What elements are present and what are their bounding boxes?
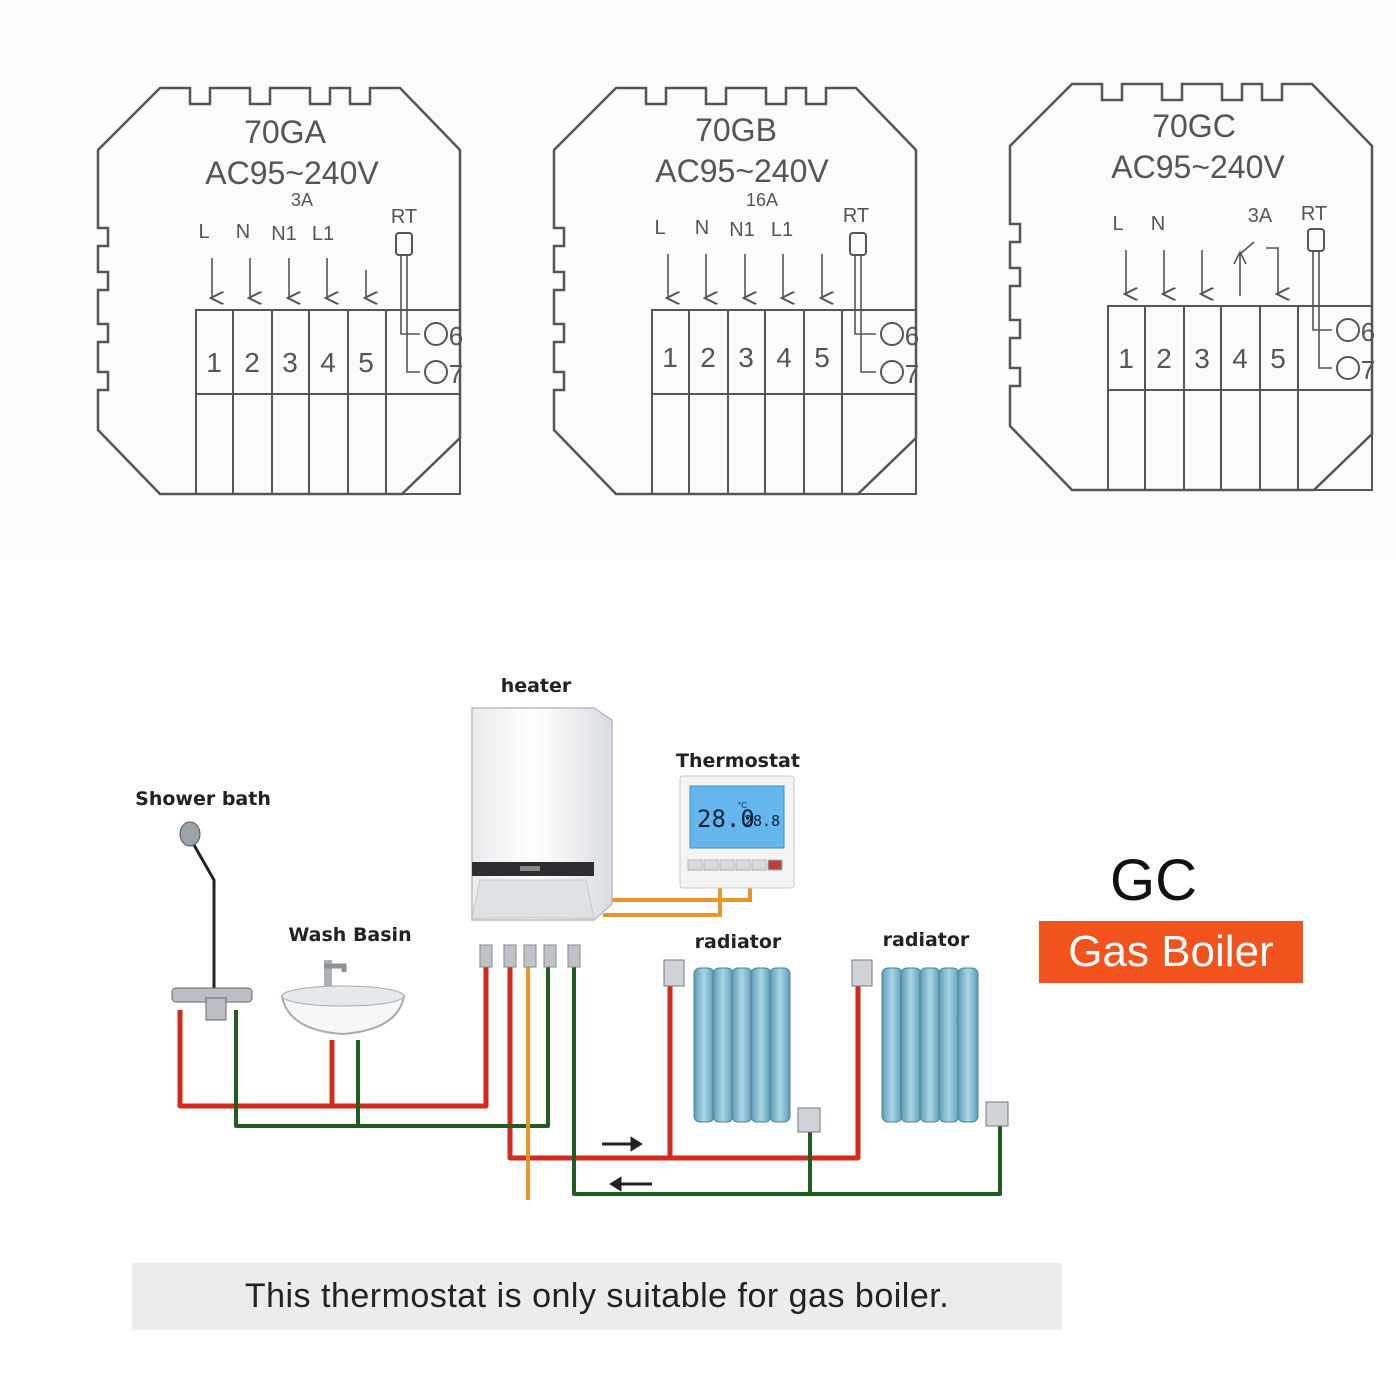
terminal-label-l1: L1 <box>771 219 793 241</box>
display-set-temp: 28.8 <box>744 812 780 830</box>
terminal-1: 1 <box>206 347 222 378</box>
terminal-1: 1 <box>1118 343 1134 374</box>
radiator-right: radiator <box>851 929 1009 1127</box>
gas-boiler-badge: Gas Boiler <box>1039 921 1303 983</box>
terminal-block <box>195 309 461 495</box>
terminal-4: 4 <box>776 342 792 373</box>
terminal-4: 4 <box>1232 343 1248 374</box>
terminal-5: 5 <box>814 342 830 373</box>
terminal-5: 5 <box>358 347 374 378</box>
terminal-block <box>1107 305 1373 491</box>
current-label: 3A <box>291 190 313 210</box>
thermostat-label: Thermostat <box>676 750 800 772</box>
radiator-left: radiator <box>663 931 821 1133</box>
sensor-icon <box>849 232 867 256</box>
model-name: 70GB <box>695 112 777 148</box>
terminal-5: 5 <box>1270 343 1286 374</box>
rt-label: RT <box>1301 203 1327 225</box>
terminal-4: 4 <box>320 347 336 378</box>
hot-water-pipes <box>177 965 861 1161</box>
output-6: 6 <box>449 321 463 351</box>
output-6: 6 <box>905 321 919 351</box>
display-main-temp: 28.0 <box>697 805 755 833</box>
shower-label: Shower bath <box>135 788 271 810</box>
note-banner: This thermostat is only suitable for gas… <box>132 1263 1062 1330</box>
model-code-label: GC <box>1110 848 1197 913</box>
terminal-2: 2 <box>700 342 716 373</box>
terminal-numbers: 1 2 3 4 5 <box>206 347 374 378</box>
panel-70gc: 70GC AC95~240V 3A RT L N 1 2 3 4 <box>1008 82 1375 492</box>
output-6: 6 <box>1361 317 1375 347</box>
sensor-icon <box>1307 228 1325 252</box>
terminal-2: 2 <box>1156 343 1172 374</box>
voltage-label: AC95~240V <box>1111 149 1285 185</box>
model-name: 70GA <box>244 114 326 150</box>
heater: heater <box>471 675 613 968</box>
input-arrows <box>668 254 822 298</box>
thermostat-buttons <box>687 859 783 871</box>
wash-basin: Wash Basin <box>280 924 412 1036</box>
output-7: 7 <box>1361 355 1375 385</box>
display-unit: °C <box>738 801 747 810</box>
terminal-label-n: N <box>695 217 709 239</box>
terminal-label-l1: L1 <box>312 223 334 245</box>
rt-label: RT <box>843 205 869 227</box>
panel-70gb: 70GB AC95~240V 16A RT L N N1 L1 1 2 3 <box>552 86 919 496</box>
rt-label: RT <box>391 206 417 228</box>
note-text: This thermostat is only suitable for gas… <box>244 1277 950 1315</box>
terminal-label-n: N <box>236 221 250 243</box>
voltage-label: AC95~240V <box>205 155 379 191</box>
terminal-3: 3 <box>282 347 298 378</box>
terminal-label-l: L <box>1112 213 1123 235</box>
panel-outline <box>1008 82 1374 492</box>
panel-70ga: 70GA AC95~240V 3A RT L N N1 L1 1 <box>96 86 463 496</box>
terminal-block <box>651 309 917 495</box>
terminal-label-n1: N1 <box>271 223 297 245</box>
current-label: 16A <box>746 190 778 210</box>
terminal-3: 3 <box>1194 343 1210 374</box>
radiator-right-label: radiator <box>883 929 970 951</box>
input-arrows <box>1126 241 1278 296</box>
terminal-label-l: L <box>198 221 209 243</box>
terminal-numbers: 1 2 3 4 5 <box>662 342 830 373</box>
terminal-1: 1 <box>662 342 678 373</box>
sensor-wires <box>1312 251 1332 369</box>
flow-arrows <box>602 1136 652 1192</box>
shower: Shower bath <box>135 788 271 1021</box>
sensor-wires <box>400 255 420 373</box>
input-arrows <box>212 258 366 298</box>
terminal-label-l: L <box>654 217 665 239</box>
wash-basin-label: Wash Basin <box>288 924 411 946</box>
voltage-label: AC95~240V <box>655 153 829 189</box>
output-7: 7 <box>905 359 919 389</box>
terminal-numbers: 1 2 3 4 5 <box>1118 343 1286 374</box>
terminal-3: 3 <box>738 342 754 373</box>
terminal-label-n1: N1 <box>729 219 755 241</box>
return-water-pipes <box>234 965 1002 1196</box>
terminal-label-n: N <box>1151 213 1165 235</box>
radiator-left-label: radiator <box>695 931 782 953</box>
terminal-2: 2 <box>244 347 260 378</box>
sensor-icon <box>395 232 413 256</box>
current-label: 3A <box>1248 205 1273 227</box>
model-name: 70GC <box>1152 108 1236 144</box>
sensor-wires <box>854 255 876 373</box>
heater-label: heater <box>501 675 572 697</box>
output-7: 7 <box>449 359 463 389</box>
thermostat: Thermostat 28.0 28.8 °C <box>676 750 800 889</box>
